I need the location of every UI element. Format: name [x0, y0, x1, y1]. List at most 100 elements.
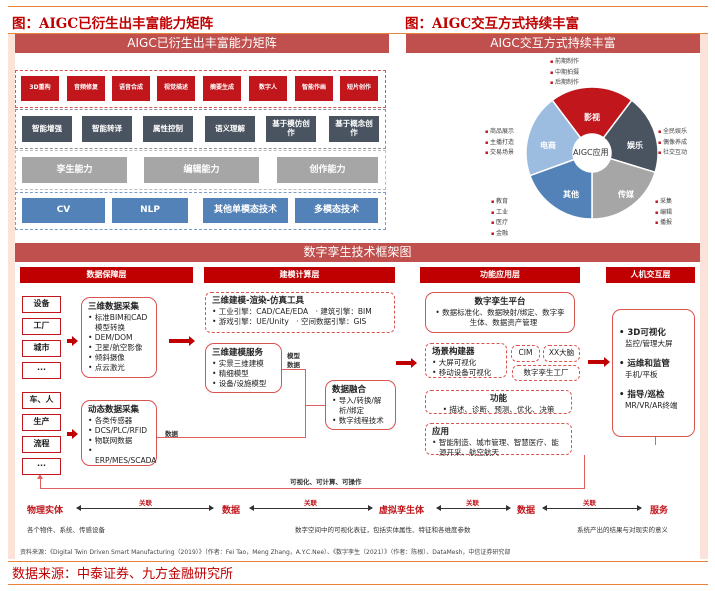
- capability-cell: 智能作画: [295, 76, 333, 101]
- segment-label: 娱乐: [627, 141, 643, 150]
- hci-title: • 指导/巡检: [619, 390, 665, 400]
- capability-cell: 基于模仿创作: [266, 116, 316, 142]
- segment-items: 前期制作中期拍摄后期制作: [550, 57, 579, 89]
- box-item: • 物联网数据: [88, 436, 133, 445]
- box-item: • DCS/PLC/RFID: [88, 426, 148, 435]
- source-item: 工厂: [22, 318, 61, 335]
- box-title: 数字孪生平台: [474, 297, 526, 307]
- segment-label: 影视: [584, 113, 600, 122]
- twin-factory-box: 数字孪生工厂: [512, 365, 580, 381]
- box-item: • 导入/转换/解析/绑定: [332, 396, 382, 415]
- hci-title: • 3D可视化: [619, 328, 666, 338]
- capability-cell: 智能增强: [22, 116, 72, 142]
- box-item: • 点云激光: [88, 363, 125, 372]
- capability-cell: 数字人: [249, 76, 287, 101]
- right-figure-title: 图：AIGC交互方式持续丰富: [405, 16, 580, 32]
- footer-source: 数据来源：中泰证券、九方金融研究所: [12, 567, 234, 582]
- aigc-application-pie: [525, 86, 659, 220]
- box-title: 三维建模-渲染-仿真工具: [212, 296, 305, 306]
- technology-cell: CV: [22, 198, 105, 223]
- segment-item: 偶像养成: [658, 138, 687, 149]
- segment-item: 后期制作: [550, 78, 579, 89]
- ability-cell: 创作能力: [277, 157, 378, 183]
- box-item: • 数字线程技术: [332, 416, 384, 425]
- source-item: 生产: [22, 414, 61, 431]
- hci-title: • 运维和监管: [619, 359, 670, 369]
- source-item: 城市: [22, 340, 61, 357]
- ability-cell: 编辑能力: [144, 157, 259, 183]
- capability-cell: 短片创作: [340, 76, 378, 101]
- brain-box: XX大脑: [543, 345, 580, 362]
- segment-item: 交易场景: [485, 148, 514, 159]
- chain-virtual-twin: 虚拟孪生体: [379, 506, 425, 516]
- relation-label-3: 关联: [466, 499, 479, 507]
- dynamic-data-collection-box: 动态数据采集• 各类传感器• DCS/PLC/RFID• 物联网数据• ERP/…: [81, 400, 157, 466]
- capability-cell: 智能转译: [82, 116, 132, 142]
- modeling-tools-box: 三维建模-渲染-仿真工具• 工业引擎：CAD/CAE/EDA · 建筑引擎：BI…: [205, 292, 395, 333]
- relation-label-1: 关联: [139, 499, 152, 507]
- capability-cell: 摘要生成: [203, 76, 241, 101]
- framework-header: 数字孪生技术框架图: [15, 243, 700, 262]
- segment-item: 中期拍摄: [550, 68, 579, 79]
- pie-center: [573, 134, 611, 172]
- box-title: 三维建模服务: [212, 348, 264, 358]
- 3d-data-collection-box: 三维数据采集• 标准BIM和CAD模型转换• DEM/DOM• 卫星/航空影像•…: [81, 297, 157, 378]
- box-item: • 标准BIM和CAD模型转换: [88, 313, 148, 332]
- box-item: • 描述、诊断、预测、优化、决策: [442, 405, 555, 414]
- chain-service: 服务: [650, 506, 669, 516]
- capability-cell: 3D重构: [21, 76, 59, 101]
- segment-item: 医疗: [491, 218, 508, 229]
- capability-cell: 视觉描述: [157, 76, 195, 101]
- segment-item: 全民娱乐: [658, 127, 687, 138]
- box-item: • 大屏可视化: [432, 358, 477, 367]
- box-title: 功能: [489, 394, 507, 404]
- capability-cell: 语音合成: [112, 76, 150, 101]
- box-item: • 智能制造、城市管理、智慧医疗、能源开采、航空航天: [432, 438, 559, 457]
- data-fusion-box: 数据融合• 导入/转换/解析/绑定• 数字线程技术: [325, 380, 396, 430]
- box-title: 动态数据采集: [88, 405, 140, 415]
- matrix-header: AIGC已衍生出丰富能力矩阵: [15, 34, 389, 53]
- box-item: • 倾斜摄像: [88, 353, 125, 362]
- capability-cell: 基于概念创作: [329, 116, 379, 142]
- digital-twin-platform-box: 数字孪生平台• 数据标准化、数据映射/绑定、数字孪生体、数据资产管理: [425, 292, 575, 333]
- source-item: ···: [22, 362, 61, 379]
- application-box: 应用• 智能制造、城市管理、智慧医疗、能源开采、航空航天: [425, 423, 572, 457]
- segment-items: 全民娱乐偶像养成社交互动: [658, 127, 687, 159]
- segment-item: 播报: [655, 218, 672, 229]
- box-item: • 游戏引擎：UE/Unity · 空间数据引擎：GIS: [212, 317, 367, 326]
- layer-modeling: 建模计算层: [204, 267, 395, 283]
- segment-item: 编辑: [655, 208, 672, 219]
- box-title: 三维数据采集: [88, 302, 140, 312]
- capability-cell: 语义理解: [205, 116, 255, 142]
- source-item: 流程: [22, 436, 61, 453]
- chain-physical-entity: 物理实体: [27, 506, 64, 516]
- cim-box: CIM: [511, 345, 540, 362]
- hci-sub: MR/VR/AR终端: [625, 401, 678, 410]
- interaction-header: AIGC交互方式持续丰富: [406, 34, 700, 53]
- box-item: • 数据标准化、数据映射/绑定、数字孪生体、数据资产管理: [435, 308, 565, 327]
- feedback-label: 可视化、可计算、可操作: [290, 478, 362, 486]
- source-item: ···: [22, 458, 61, 475]
- note-service: 系统产出的结果与对现实的意义: [577, 526, 668, 534]
- segment-items: 教育工业医疗金融: [491, 197, 508, 239]
- segment-items: 采集编辑播报: [655, 197, 672, 229]
- box-item: • ERP/MES/SCADA: [88, 446, 157, 465]
- segment-items: 商品展示主播打造交易场景: [485, 127, 514, 159]
- box-item: • 各类传感器: [88, 416, 133, 425]
- source-note: 资料来源：《Digital Twin Driven Smart Manufact…: [20, 549, 511, 556]
- box-item: • 移动设备可视化: [432, 368, 492, 377]
- chain-data-2: 数据: [517, 506, 536, 516]
- hci-sub: 手机/平板: [625, 370, 658, 379]
- technology-cell: 其他单模态技术: [203, 198, 288, 223]
- segment-label: 电商: [540, 141, 556, 150]
- box-item: • 精细模型: [212, 369, 249, 378]
- technology-cell: 多模态技术: [295, 198, 378, 223]
- box-item: • 卫星/航空影像: [88, 343, 143, 352]
- box-item: • 设备/设施模型: [212, 379, 267, 388]
- note-virtual: 数字空间中的可视化表征，包括实体属性、特征和各维度参数: [295, 526, 471, 534]
- capability-cell: 音频修复: [67, 76, 105, 101]
- layer-function: 功能应用层: [420, 267, 580, 283]
- segment-item: 社交互动: [658, 148, 687, 159]
- pie-center-label: AIGC应用: [573, 148, 609, 157]
